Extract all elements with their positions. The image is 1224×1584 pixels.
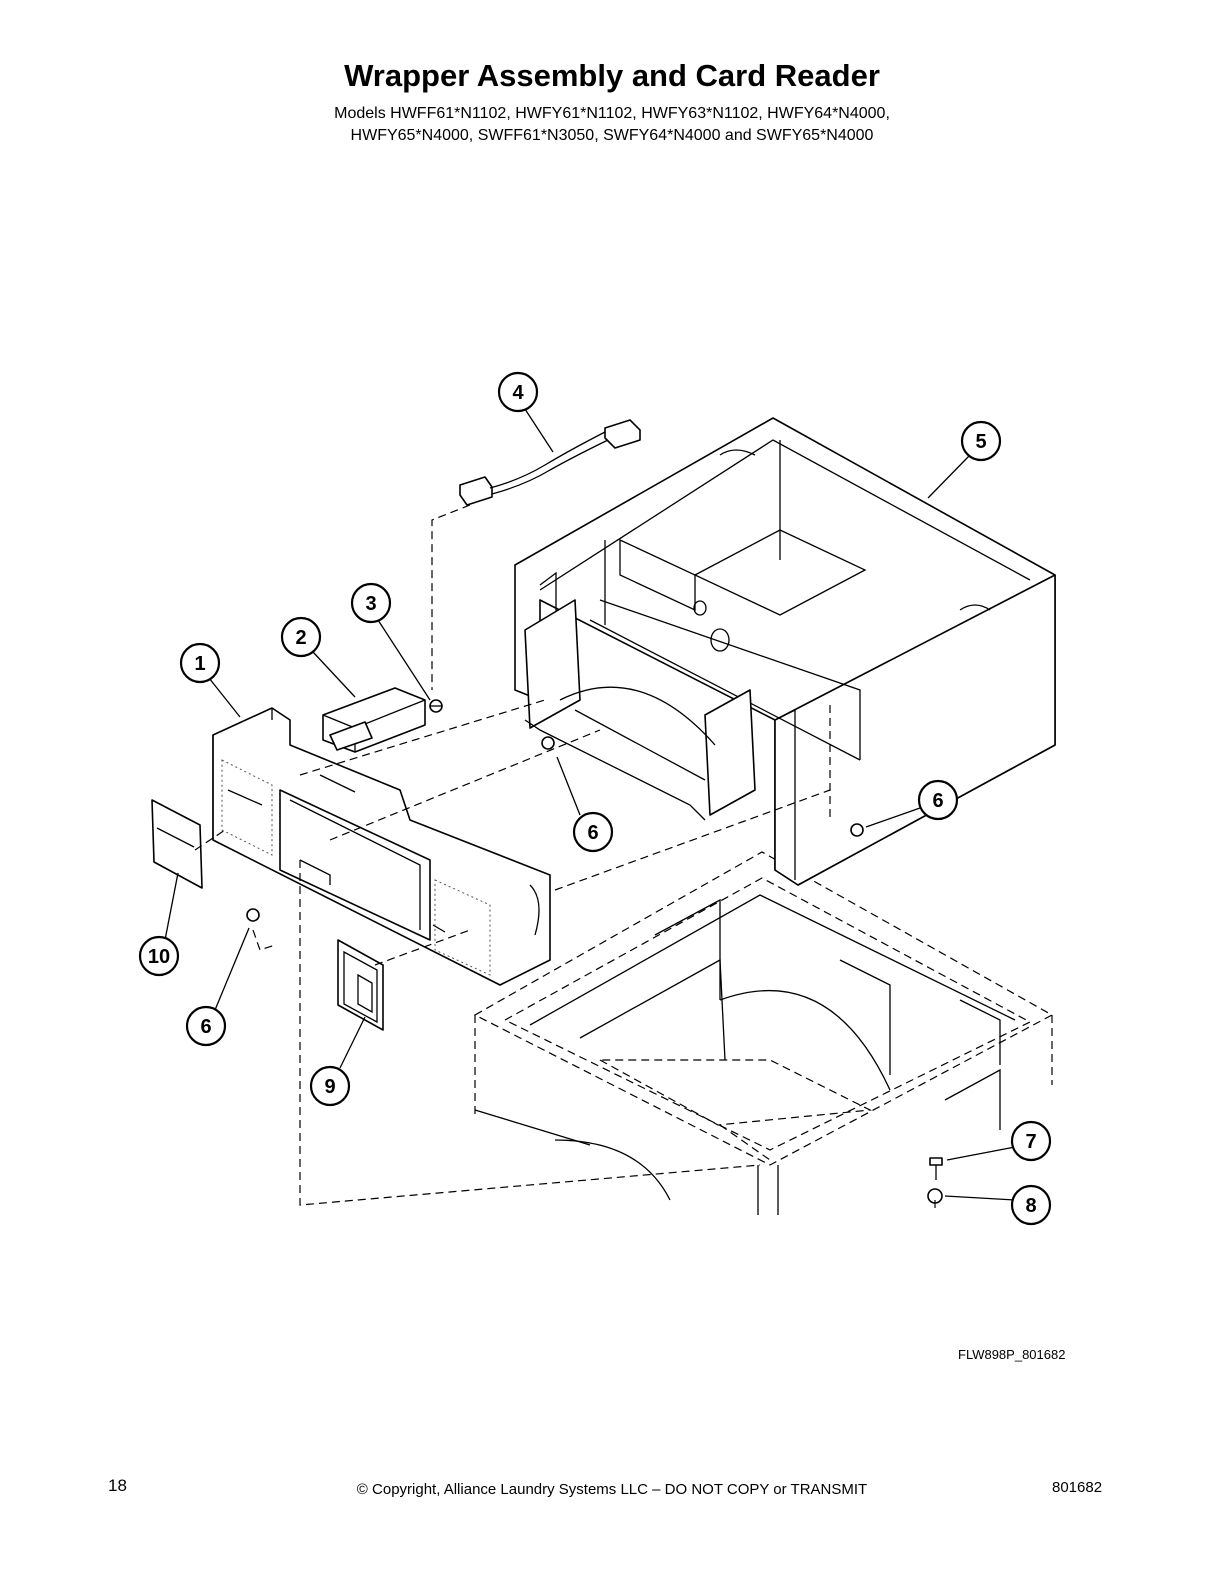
screw-part-3 — [429, 699, 443, 713]
callout-10: 10 — [138, 935, 180, 977]
models-line-1: Models HWFF61*N1102, HWFY61*N1102, HWFY6… — [334, 105, 890, 122]
callout-4: 4 — [497, 371, 539, 413]
alignment-lines — [194, 699, 936, 1210]
document-number: 801682 — [1052, 1479, 1103, 1496]
callout-6-right: 6 — [917, 779, 959, 821]
callout-label: 4 — [512, 382, 524, 404]
control-panel-wrapper — [212, 707, 551, 986]
wire-harness — [431, 419, 641, 690]
wrapper-top — [514, 417, 1056, 886]
callout-label: 3 — [365, 593, 376, 615]
callout-3: 3 — [350, 582, 392, 624]
callout-label: 2 — [295, 627, 306, 649]
callout-label: 6 — [200, 1016, 211, 1038]
callout-label: 8 — [1025, 1195, 1036, 1217]
callout-1: 1 — [179, 642, 221, 684]
callout-9: 9 — [309, 1065, 351, 1107]
card-slot-trim-part-10 — [151, 799, 203, 889]
callout-label: 7 — [1025, 1131, 1036, 1153]
callout-8: 8 — [1010, 1184, 1052, 1226]
callout-6-left: 6 — [185, 1005, 227, 1047]
callout-6-center: 6 — [572, 811, 614, 853]
callout-label: 9 — [324, 1076, 335, 1098]
models-line-2: HWFY65*N4000, SWFF61*N3050, SWFY64*N4000… — [350, 127, 874, 144]
page-number: 18 — [108, 1476, 127, 1495]
card-reader-module — [322, 687, 426, 753]
callout-label: 6 — [932, 790, 943, 812]
callout-label: 1 — [194, 653, 205, 675]
drawing-reference: FLW898P_801682 — [958, 1347, 1066, 1362]
cabinet-base-outline — [473, 851, 1054, 1215]
callout-7: 7 — [1010, 1120, 1052, 1162]
callout-2: 2 — [280, 616, 322, 658]
screws — [246, 736, 943, 1204]
callout-5: 5 — [960, 420, 1002, 462]
copyright-notice: © Copyright, Alliance Laundry Systems LL… — [356, 1481, 868, 1498]
leader-lines — [164, 405, 1016, 1201]
callout-label: 6 — [587, 822, 598, 844]
page-title: Wrapper Assembly and Card Reader — [344, 58, 880, 93]
callout-label: 5 — [975, 431, 986, 453]
callout-label: 10 — [148, 946, 170, 968]
decal-part-9 — [337, 939, 384, 1031]
